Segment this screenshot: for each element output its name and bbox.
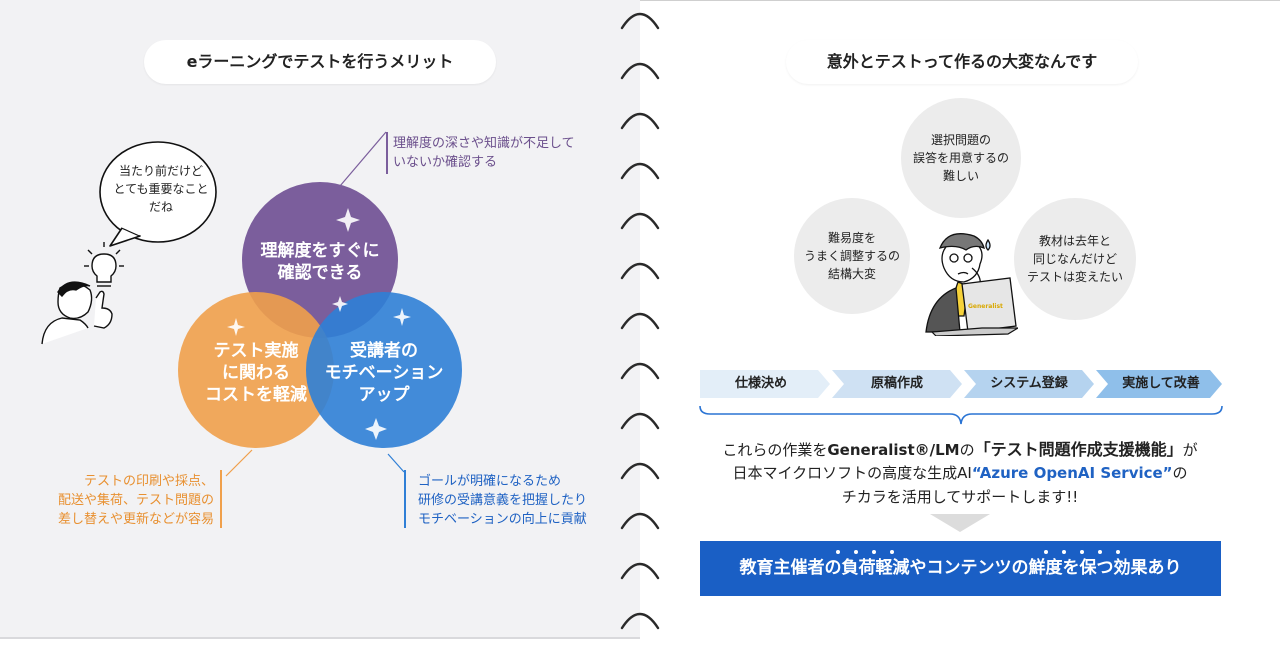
note-line: 配送や集荷、テスト問題の	[57, 493, 214, 508]
note-line: 理解度の深さや知識が不足して	[393, 136, 575, 151]
down-arrow-icon	[930, 514, 990, 532]
right-title: 意外とテストって作るの大変なんです	[786, 40, 1138, 84]
flow-step-draft: 原稿作成	[870, 376, 923, 391]
note-line: 研修の受講意義を把握したり	[418, 493, 588, 508]
note-line: モチベーションの向上に貢献	[418, 512, 587, 527]
message-line-3: チカラを活用してサポートします!!	[841, 488, 1079, 506]
emphasis-dots	[836, 550, 1120, 554]
connector-left	[225, 449, 253, 477]
flow-step-register: システム登録	[990, 376, 1068, 391]
brace	[699, 405, 1223, 425]
note-right: ゴールが明確になるため 研修の受講意義を把握したり モチベーションの向上に貢献	[418, 472, 587, 529]
bubble-line: テストは変えたい	[1026, 270, 1123, 284]
result-text: 教育主催者の負荷軽減やコンテンツの鮮度を保つ効果あり	[739, 558, 1182, 578]
msg-product: Generalist®/LM	[827, 441, 960, 459]
circle-line: アップ	[358, 385, 410, 405]
flow-step-improve: 実施して改善	[1122, 376, 1200, 391]
circle-line: に関わる	[222, 363, 290, 383]
bubble-line: 選択問題の	[930, 133, 991, 147]
venn-diagram	[178, 182, 462, 448]
venn-circle-cost	[178, 292, 334, 448]
left-title: eラーニングでテストを行うメリット	[144, 40, 496, 84]
laptop-icon	[930, 277, 1018, 336]
bubble-line: 同じなんだけど	[1032, 252, 1117, 266]
note-top: 理解度の深さや知識が不足して いないか確認する	[393, 134, 575, 172]
left-page: eラーニングでテストを行うメリット 当たり前だけど とても重要なこと だね	[0, 0, 640, 639]
connector-top	[339, 131, 387, 187]
msg-feature: 「テスト問題作成支援機能」	[974, 440, 1183, 459]
circle-top-label: 理解度をすぐに 確認できる	[250, 240, 390, 284]
result-box: 教育主催者の負荷軽減やコンテンツの鮮度を保つ効果あり	[700, 541, 1221, 596]
note-line: テストの印刷や採点、	[83, 474, 214, 489]
note-top-bar	[386, 132, 388, 174]
speech-line: だね	[148, 200, 173, 214]
bubble-line: 教材は去年と	[1038, 234, 1111, 248]
circle-right-label: 受講者の モチベーション アップ	[314, 340, 454, 406]
circle-line: 受講者の	[350, 341, 418, 361]
circle-line: コストを軽減	[205, 385, 307, 405]
circle-line: テスト実施	[213, 341, 299, 361]
flow-step-spec: 仕様決め	[734, 376, 787, 391]
note-line: ゴールが明確になるため	[418, 474, 562, 489]
lightbulb-icon	[84, 242, 124, 287]
bubble-top: 選択問題の 誤答を用意するの 難しい	[901, 98, 1021, 218]
note-right-bar	[404, 470, 406, 528]
msg-text: の	[959, 441, 975, 459]
bubble-line: 難しい	[942, 169, 979, 183]
top-border	[640, 0, 1280, 1]
speech-text: 当たり前だけど とても重要なこと だね	[103, 162, 219, 216]
flow-chevrons	[700, 370, 1222, 398]
binding-rings	[620, 12, 660, 630]
msg-text: 日本マイクロソフトの高度な生成AI	[732, 464, 972, 482]
message-line-2: 日本マイクロソフトの高度な生成AI“Azure OpenAI Service”の	[700, 462, 1220, 485]
bubble-line: 誤答を用意するの	[912, 151, 1009, 165]
note-line: いないか確認する	[393, 155, 498, 170]
speech-line: とても重要なこと	[113, 182, 209, 196]
msg-text: これらの作業を	[722, 441, 828, 459]
worried-person-illustration	[925, 233, 1018, 336]
note-left: テストの印刷や採点、 配送や集荷、テスト問題の 差し替えや更新などが容易	[20, 472, 214, 529]
msg-text: の	[1172, 464, 1188, 482]
note-line: 差し替えや更新などが容易	[57, 512, 214, 527]
laptop-label: Generalist	[968, 303, 1003, 310]
bubble-line: うまく調整するの	[803, 249, 900, 263]
speech-line: 当たり前だけど	[118, 164, 203, 178]
circle-line: モチベーション	[324, 363, 444, 383]
message-line-1: これらの作業をGeneralist®/LMの「テスト問題作成支援機能」が	[700, 438, 1220, 462]
note-left-bar	[220, 470, 222, 528]
circle-line: 理解度をすぐに	[260, 241, 380, 261]
venn-circle-motivation	[306, 292, 462, 448]
sparkle-icons	[227, 208, 411, 440]
msg-service: “Azure OpenAI Service”	[971, 464, 1173, 482]
bubble-line: 結構大変	[827, 267, 876, 281]
speech-bubble	[99, 141, 217, 247]
connector-right	[387, 453, 405, 473]
bubble-left: 難易度を うまく調整するの 結構大変	[794, 198, 910, 314]
circle-left-label: テスト実施 に関わる コストを軽減	[186, 340, 326, 406]
circle-line: 確認できる	[277, 263, 363, 283]
msg-text: が	[1182, 441, 1198, 459]
bubble-line: 難易度を	[827, 231, 876, 245]
person-lightbulb-illustration	[41, 242, 124, 345]
bubble-right: 教材は去年と 同じなんだけど テストは変えたい	[1014, 198, 1136, 320]
